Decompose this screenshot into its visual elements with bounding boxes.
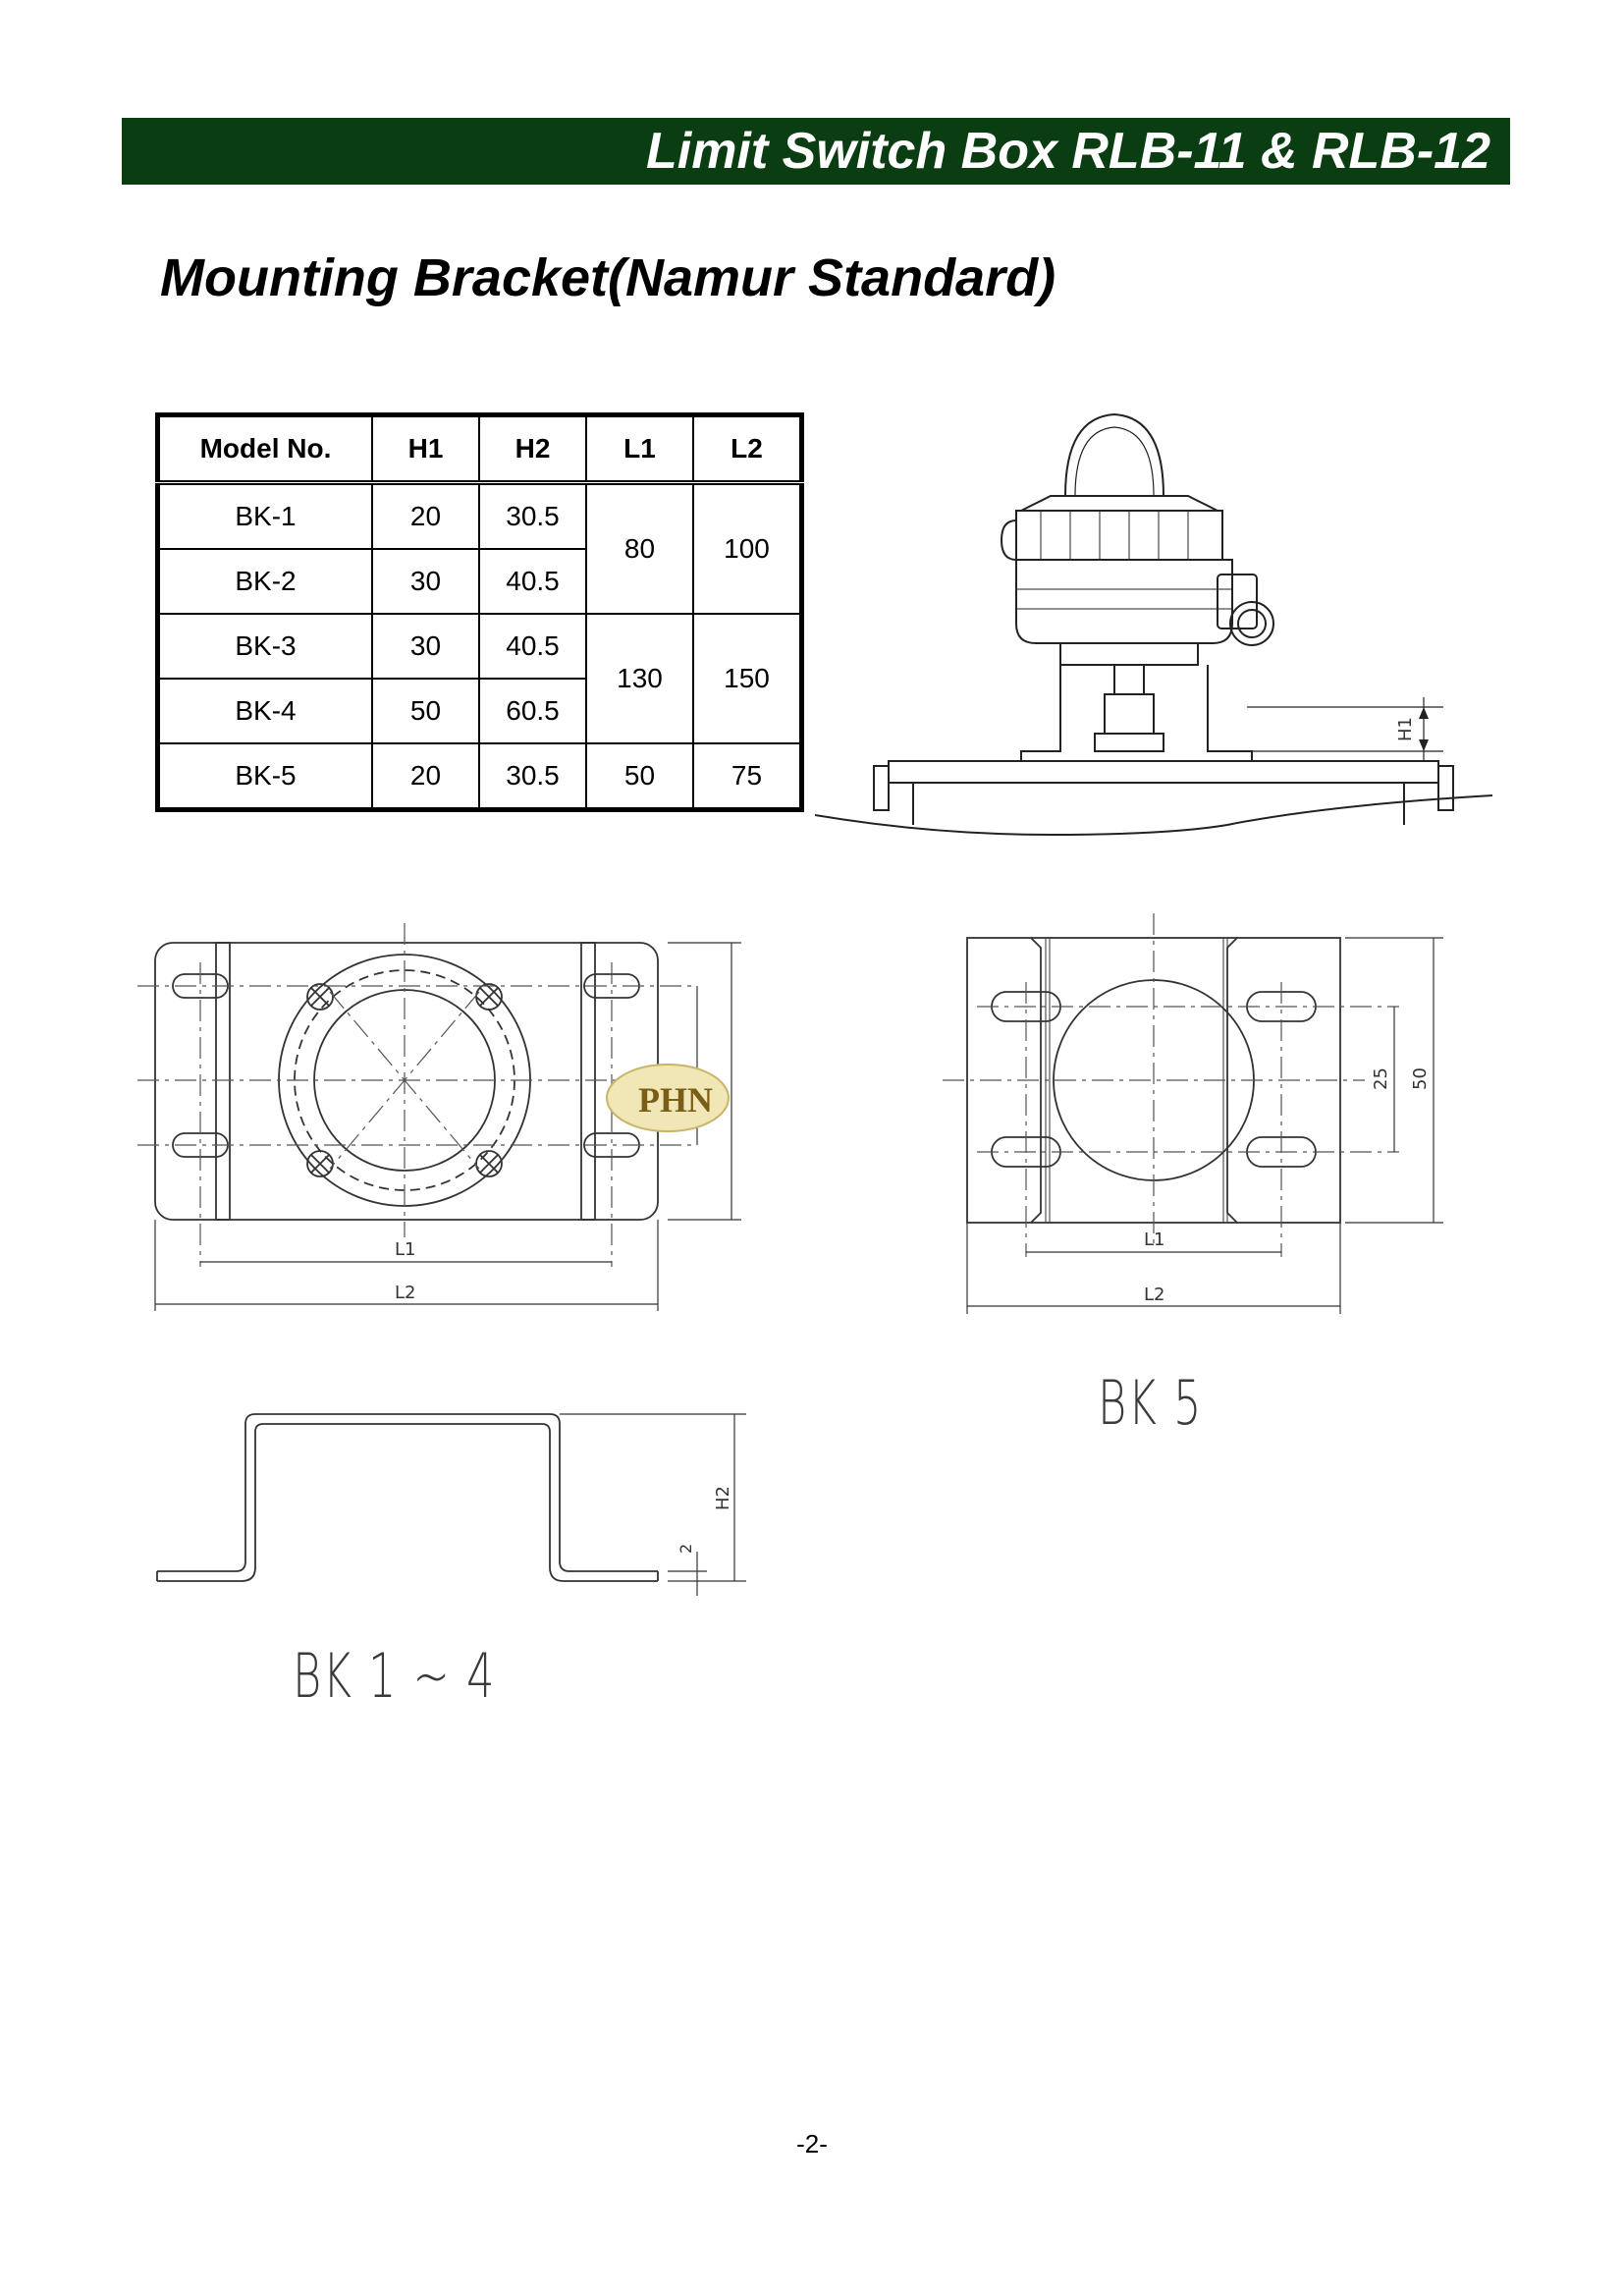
page-number: -2- [796, 2129, 828, 2159]
cell-l2-merged: 150 [692, 613, 803, 744]
table-row: BK-1 20 30.5 80 100 [156, 481, 803, 615]
table-row: BK-3 30 40.5 130 150 [156, 613, 803, 744]
watermark-logo [606, 1064, 730, 1132]
dim-label-h1: H1 [1395, 717, 1416, 741]
table-row: BK-5 20 30.5 50 75 [156, 742, 803, 811]
header-model: Model No. [156, 413, 373, 485]
header-l2: L2 [692, 413, 803, 485]
cell-l2-merged: 100 [692, 481, 803, 615]
dim-label-25: 25 [1371, 1067, 1391, 1090]
dim-label-50: 50 [1410, 1067, 1431, 1090]
header-l1: L1 [585, 413, 694, 485]
table-row: BK-4 50 60.5 [156, 678, 802, 744]
header-h2: H2 [478, 413, 587, 485]
dim-label-2: 2 [677, 1544, 695, 1554]
bracket-spec-table: Model No. H1 H2 L1 L2 BK-1 20 30.5 80 10… [155, 412, 804, 812]
bk1-4-label: BK 1 ~ 4 [293, 1640, 496, 1712]
bk5-top-view-drawing: L1 L2 25 50 [943, 913, 1443, 1314]
dim-label-h2: H2 [713, 1486, 733, 1510]
cell-l2: 75 [692, 742, 803, 811]
dim-label-l1: L1 [1144, 1230, 1164, 1250]
header-bar: Limit Switch Box RLB-11 & RLB-12 [122, 118, 1510, 185]
header-h1: H1 [371, 413, 480, 485]
bk5-label: BK 5 [1098, 1367, 1203, 1439]
dim-label-l1: L1 [395, 1239, 415, 1260]
bk1-4-top-view-drawing: L1 L2 PHN [137, 923, 741, 1311]
cell-h1: 30 [371, 613, 480, 680]
dim-label-l2: L2 [395, 1283, 415, 1303]
limit-switch-assembly-drawing: H1 [815, 412, 1493, 837]
table-header-row: Model No. H1 H2 L1 L2 [156, 413, 803, 485]
cell-h1: 30 [371, 548, 480, 615]
cell-h2: 30.5 [478, 742, 587, 811]
cell-h2: 30.5 [478, 481, 587, 550]
section-title: Mounting Bracket(Namur Standard) [160, 248, 1056, 307]
cell-h2: 40.5 [478, 613, 587, 680]
cell-l1: 50 [585, 742, 694, 811]
document-title: Limit Switch Box RLB-11 & RLB-12 [645, 123, 1490, 180]
cell-model: BK-3 [156, 613, 373, 680]
cell-h1: 50 [371, 678, 480, 744]
watermark-text: PHN [638, 1080, 713, 1120]
cell-h2: 40.5 [478, 548, 587, 615]
dim-label-l2: L2 [1144, 1285, 1164, 1305]
cell-model: BK-1 [156, 481, 373, 550]
table-row: BK-2 30 40.5 [156, 548, 802, 615]
cell-model: BK-2 [156, 548, 373, 615]
cell-model: BK-4 [156, 678, 373, 744]
cell-l1-merged: 80 [585, 481, 694, 615]
cell-l1-merged: 130 [585, 613, 694, 744]
cell-model: BK-5 [156, 742, 373, 811]
cell-h1: 20 [371, 481, 480, 550]
cell-h1: 20 [371, 742, 480, 811]
cell-h2: 60.5 [478, 678, 587, 744]
bk1-4-side-view-drawing: H2 2 [156, 1413, 746, 1596]
